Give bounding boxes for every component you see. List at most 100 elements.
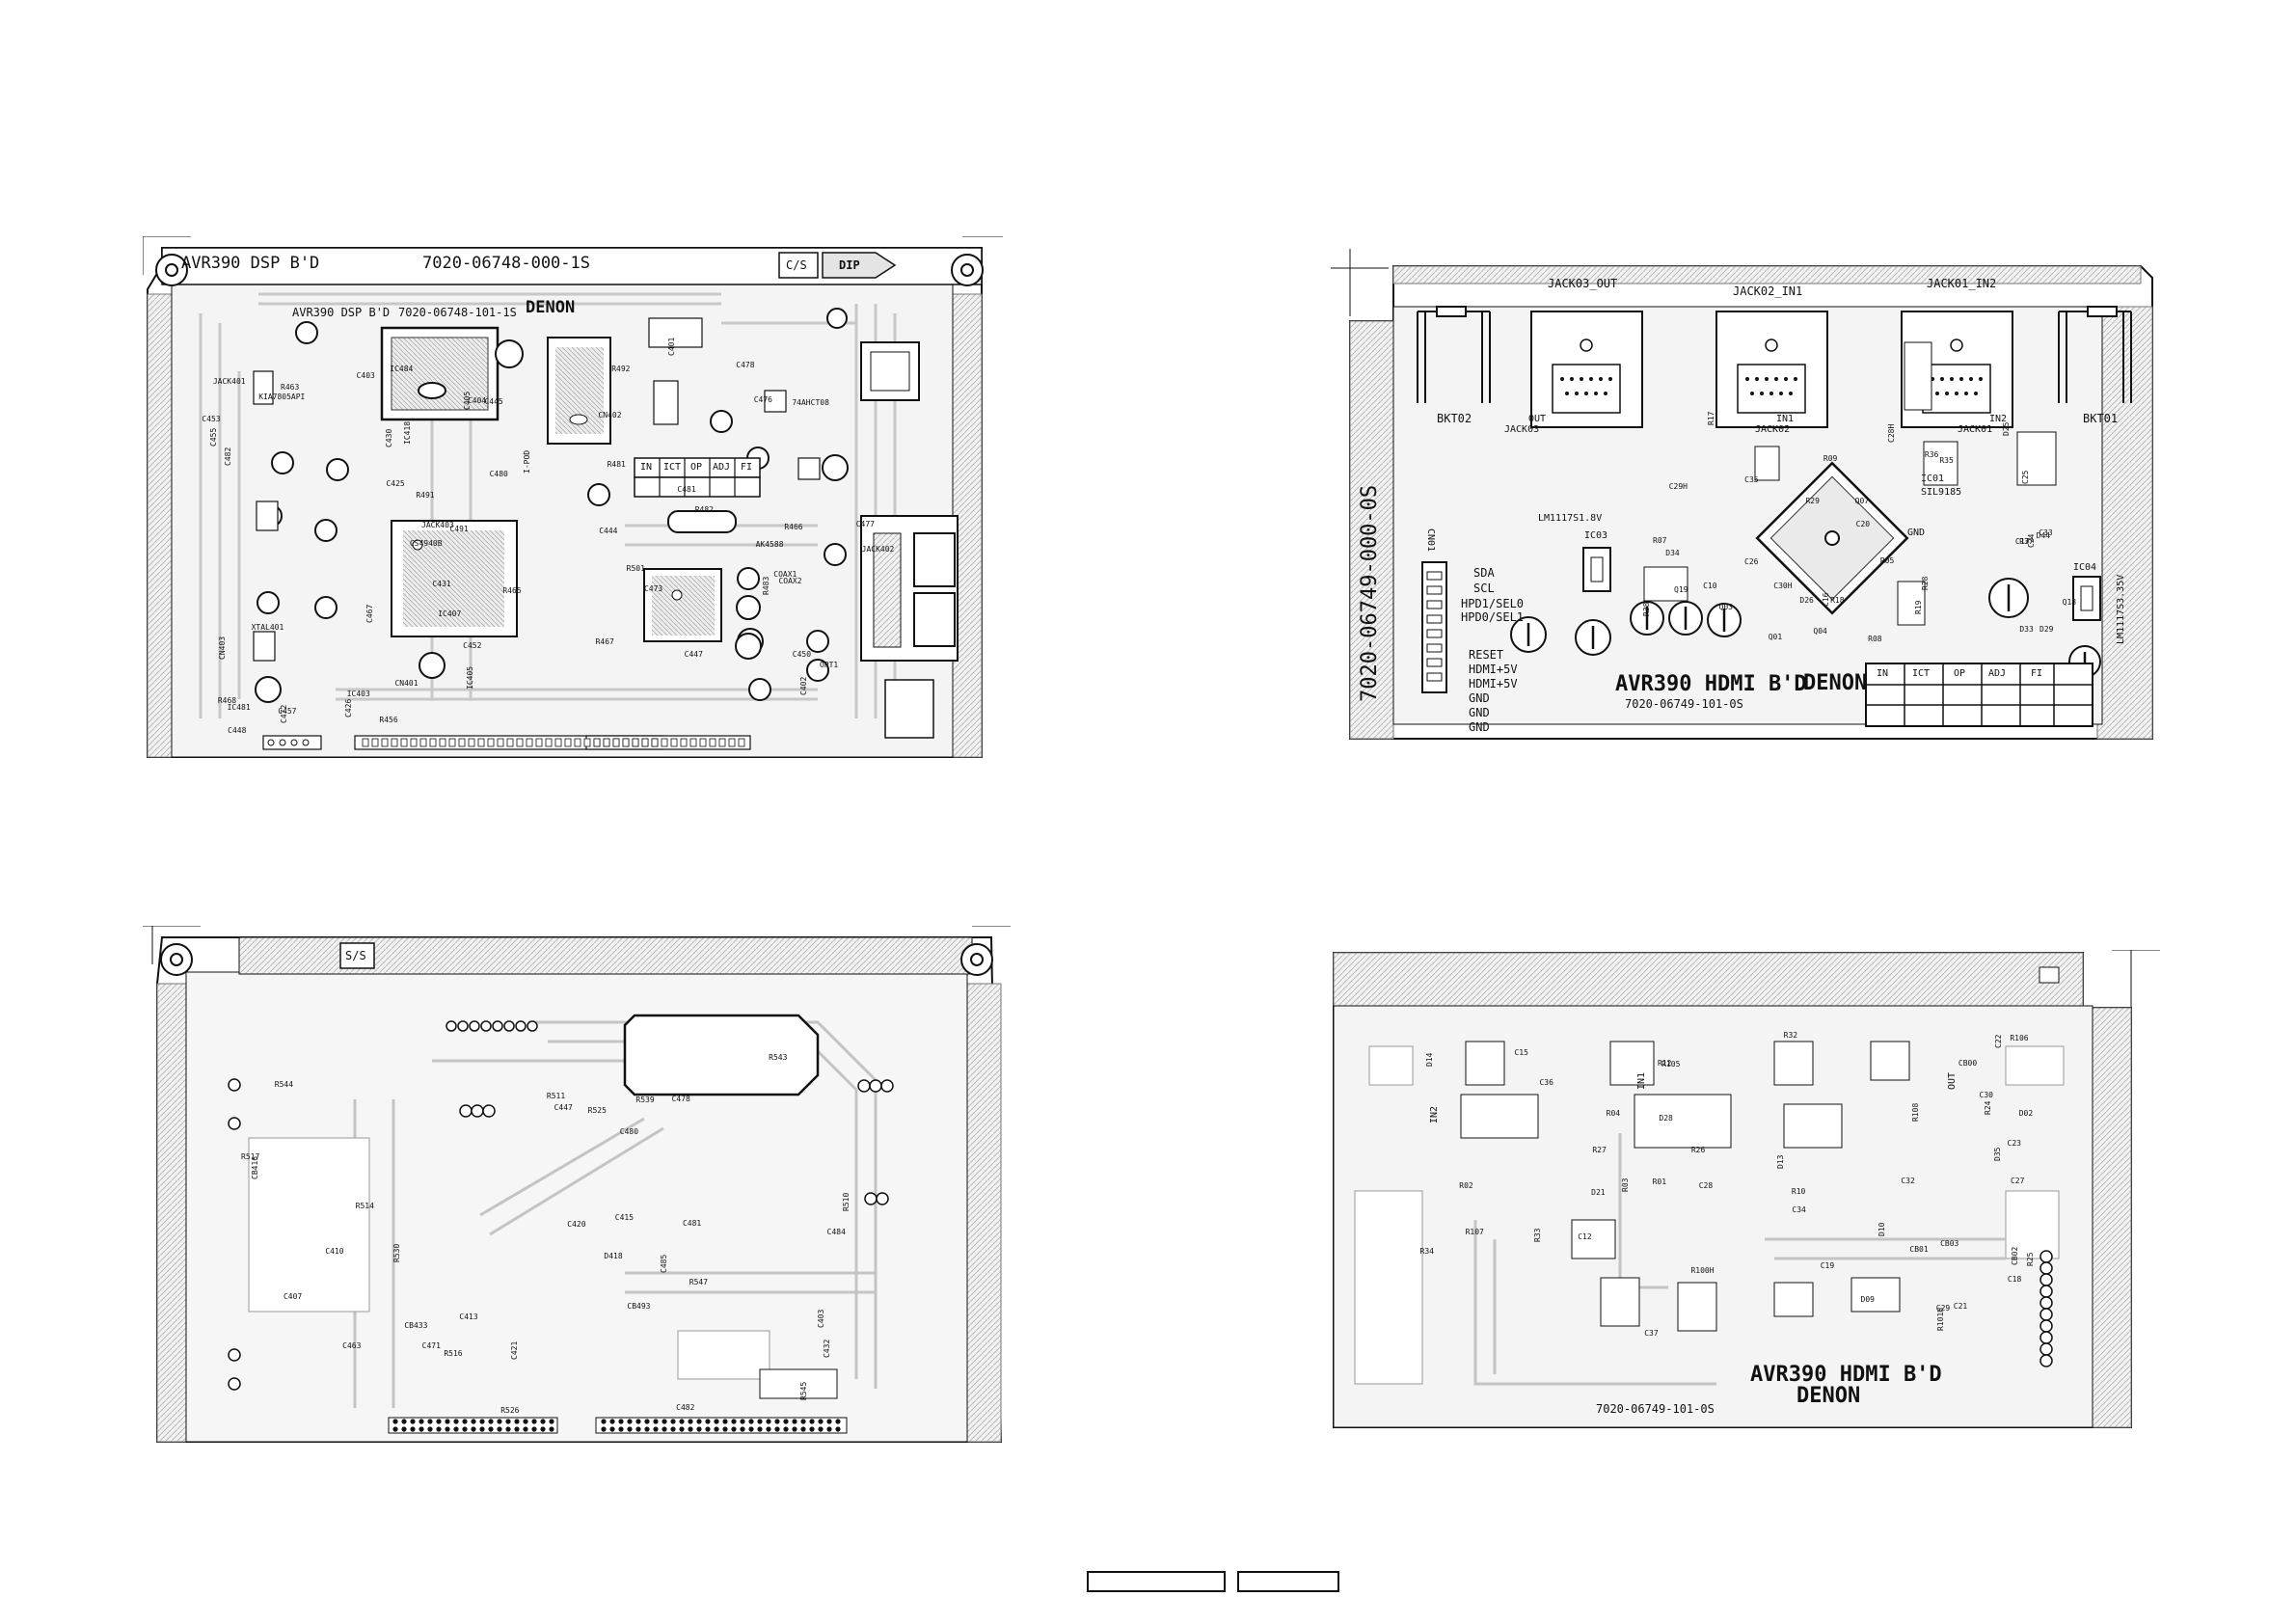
connector-pin bbox=[419, 1419, 424, 1424]
hdmi-board-bottom-outline bbox=[1333, 950, 2160, 1428]
component-ref: R25 bbox=[2025, 1252, 2035, 1267]
connector-pin bbox=[574, 738, 581, 747]
component-ref: C15 bbox=[1514, 1048, 1528, 1058]
connector-pin bbox=[644, 1419, 650, 1424]
connector-pin bbox=[757, 1419, 763, 1424]
component-ref: C431 bbox=[432, 580, 451, 589]
connector-pin bbox=[688, 1426, 693, 1432]
component-ref: IC405 bbox=[465, 666, 474, 690]
component-ref: R530 bbox=[392, 1244, 401, 1263]
connector-pin bbox=[392, 1419, 398, 1424]
component-ref: R29 bbox=[1805, 496, 1820, 505]
connector-pin bbox=[651, 738, 659, 747]
connector-pin bbox=[609, 1426, 615, 1432]
component-ref: C19 bbox=[1820, 1261, 1835, 1271]
connector-pin bbox=[800, 1419, 806, 1424]
dsp-check-col: FI bbox=[741, 462, 753, 473]
component-ref: D35 bbox=[1993, 1147, 2003, 1162]
connector-pin bbox=[540, 1419, 546, 1424]
connector-pin bbox=[714, 1419, 719, 1424]
component-ref: C480 bbox=[619, 1126, 639, 1136]
connector-pin bbox=[439, 738, 446, 747]
connector-pin bbox=[818, 1419, 824, 1424]
component-ref: C415 bbox=[614, 1213, 635, 1223]
connector-pin bbox=[401, 1426, 407, 1432]
connector-pin bbox=[718, 738, 726, 747]
component-ref: C25 bbox=[2020, 470, 2030, 484]
component-ref: COAX2 bbox=[778, 576, 802, 585]
connector-pin bbox=[488, 1426, 494, 1432]
component-ref: C24 bbox=[2026, 533, 2036, 548]
dsp-tag-dip: DIP bbox=[839, 258, 860, 272]
component-ref: C447 bbox=[684, 649, 703, 659]
connector-pin bbox=[670, 1426, 676, 1432]
connector-pin bbox=[679, 1419, 685, 1424]
dsp-header-part: 7020-06748-000-1S bbox=[422, 254, 590, 273]
component-ref: C482 bbox=[224, 447, 233, 467]
component-ref: D44 bbox=[2036, 530, 2051, 540]
component-ref: R32 bbox=[1783, 1031, 1798, 1041]
component-ref: R481 bbox=[607, 460, 626, 470]
component-ref: R491 bbox=[416, 491, 435, 501]
connector-pin bbox=[554, 738, 562, 747]
connector-pin bbox=[479, 1426, 485, 1432]
connector-pin bbox=[731, 1419, 737, 1424]
component-ref: R516 bbox=[444, 1349, 463, 1359]
connector-pin bbox=[401, 1419, 407, 1424]
hdmi-check-col: FI bbox=[2031, 668, 2043, 679]
component-ref: D02 bbox=[2018, 1109, 2034, 1119]
jack-label: JACK02_IN1 bbox=[1733, 284, 1803, 298]
component-ref: C481 bbox=[677, 484, 696, 494]
component-ref: R08 bbox=[1868, 635, 1882, 644]
component-ref: C37 bbox=[1644, 1328, 1659, 1338]
connector-pin bbox=[696, 1419, 702, 1424]
pin-label: SCL bbox=[1473, 582, 1495, 595]
connector-pin bbox=[419, 1426, 424, 1432]
component-ref: C28H bbox=[1887, 423, 1897, 443]
hdmi-board-bottom: AVR390 HDMI B'D DENON 7020-06749-101-0S … bbox=[1331, 950, 2160, 1442]
component-ref: D29 bbox=[2039, 625, 2054, 635]
connector-pin bbox=[410, 738, 418, 747]
dsp-board-top: AVR390 DSP B'D 7020-06748-000-1S C/S DIP… bbox=[143, 236, 1003, 767]
connector-pin bbox=[792, 1426, 797, 1432]
connector-pin bbox=[670, 738, 678, 747]
component-ref: C23 bbox=[2007, 1139, 2021, 1149]
component-ref: C452 bbox=[463, 641, 482, 651]
component-ref: Q03 bbox=[1718, 603, 1733, 612]
component-ref: C402 bbox=[799, 677, 809, 696]
connector-pin bbox=[774, 1419, 780, 1424]
component-ref: KIA7805API bbox=[258, 392, 306, 402]
component-ref: R514 bbox=[355, 1202, 374, 1211]
connector-pin bbox=[391, 738, 398, 747]
component-ref: R100H bbox=[1690, 1266, 1715, 1276]
jack-ref: JACK01 bbox=[1958, 424, 1993, 435]
component-ref: R106 bbox=[2010, 1033, 2029, 1042]
component-ref: C413 bbox=[459, 1312, 478, 1321]
connector-pin bbox=[653, 1426, 659, 1432]
connector-pin bbox=[531, 1419, 537, 1424]
component-ref: R12 bbox=[1657, 1059, 1672, 1069]
component-ref: R28 bbox=[1920, 576, 1930, 590]
port-label: OUT bbox=[1947, 1071, 1958, 1090]
component-ref: C444 bbox=[599, 526, 618, 535]
ic-label: IC04 bbox=[2073, 562, 2097, 573]
component-ref: C445 bbox=[484, 397, 503, 407]
component-ref: R17 bbox=[1706, 412, 1715, 426]
connector-pin bbox=[774, 1426, 780, 1432]
component-ref: CB00 bbox=[1958, 1058, 1978, 1068]
hdmi-check-col: IN bbox=[1877, 668, 1889, 679]
connector-pin bbox=[644, 1426, 650, 1432]
component-ref: C27 bbox=[2010, 1176, 2025, 1185]
component-ref: R02 bbox=[1459, 1181, 1473, 1191]
component-ref: CB02 bbox=[2010, 1246, 2019, 1266]
connector-pin bbox=[468, 738, 475, 747]
connector-pin bbox=[453, 1426, 459, 1432]
connector-pin bbox=[601, 1426, 607, 1432]
component-ref: JACK402 bbox=[861, 545, 895, 555]
dsp-header-title: AVR390 DSP B'D bbox=[181, 254, 320, 273]
connector-pin bbox=[471, 1426, 476, 1432]
component-ref: C20 bbox=[1855, 520, 1871, 529]
hdmi-check-col: OP bbox=[1954, 668, 1966, 679]
connector-pin bbox=[392, 1426, 398, 1432]
component-ref: Q18 bbox=[2062, 597, 2077, 607]
